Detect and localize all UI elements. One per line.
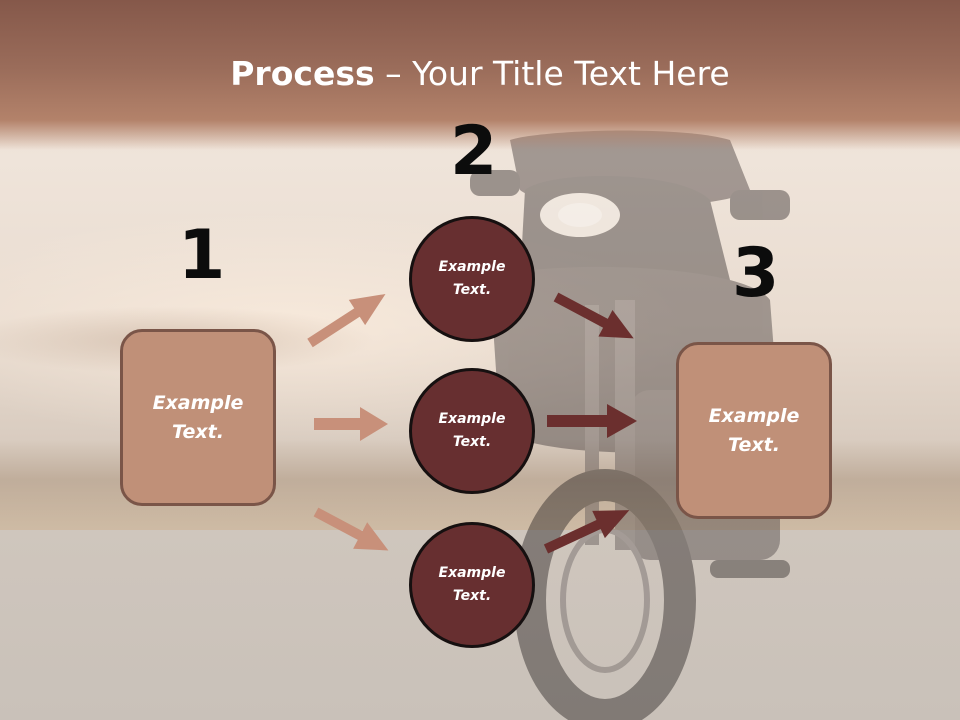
process-box-right: Example Text. (676, 342, 832, 519)
title-bold: Process (230, 54, 375, 93)
process-box-left: Example Text. (120, 329, 276, 506)
process-circle-middle-text: Example Text. (438, 411, 506, 450)
step-number-2: 2 (450, 112, 498, 191)
arrow-from-bottom-circle (543, 510, 630, 554)
arrow-from-middle-circle (547, 404, 637, 438)
arrow-to-middle-circle (314, 407, 388, 441)
process-box-right-text: Example Text. (708, 404, 800, 456)
arrow-to-top-circle (307, 293, 386, 348)
process-circle-top-text: Example Text. (438, 259, 506, 298)
process-box-left-text: Example Text. (152, 391, 244, 443)
header-band (0, 0, 960, 150)
process-circle-top: Example Text. (409, 216, 535, 342)
arrow-to-bottom-circle (313, 507, 389, 551)
arrow-from-top-circle (553, 292, 634, 339)
step-number-1: 1 (178, 216, 226, 295)
process-circle-bottom-text: Example Text. (438, 565, 506, 604)
step-number-3: 3 (732, 234, 780, 313)
slide-title: Process – Your Title Text Here (0, 54, 960, 93)
process-circle-middle: Example Text. (409, 368, 535, 494)
process-circle-bottom: Example Text. (409, 522, 535, 648)
title-rest: – Your Title Text Here (374, 54, 730, 93)
